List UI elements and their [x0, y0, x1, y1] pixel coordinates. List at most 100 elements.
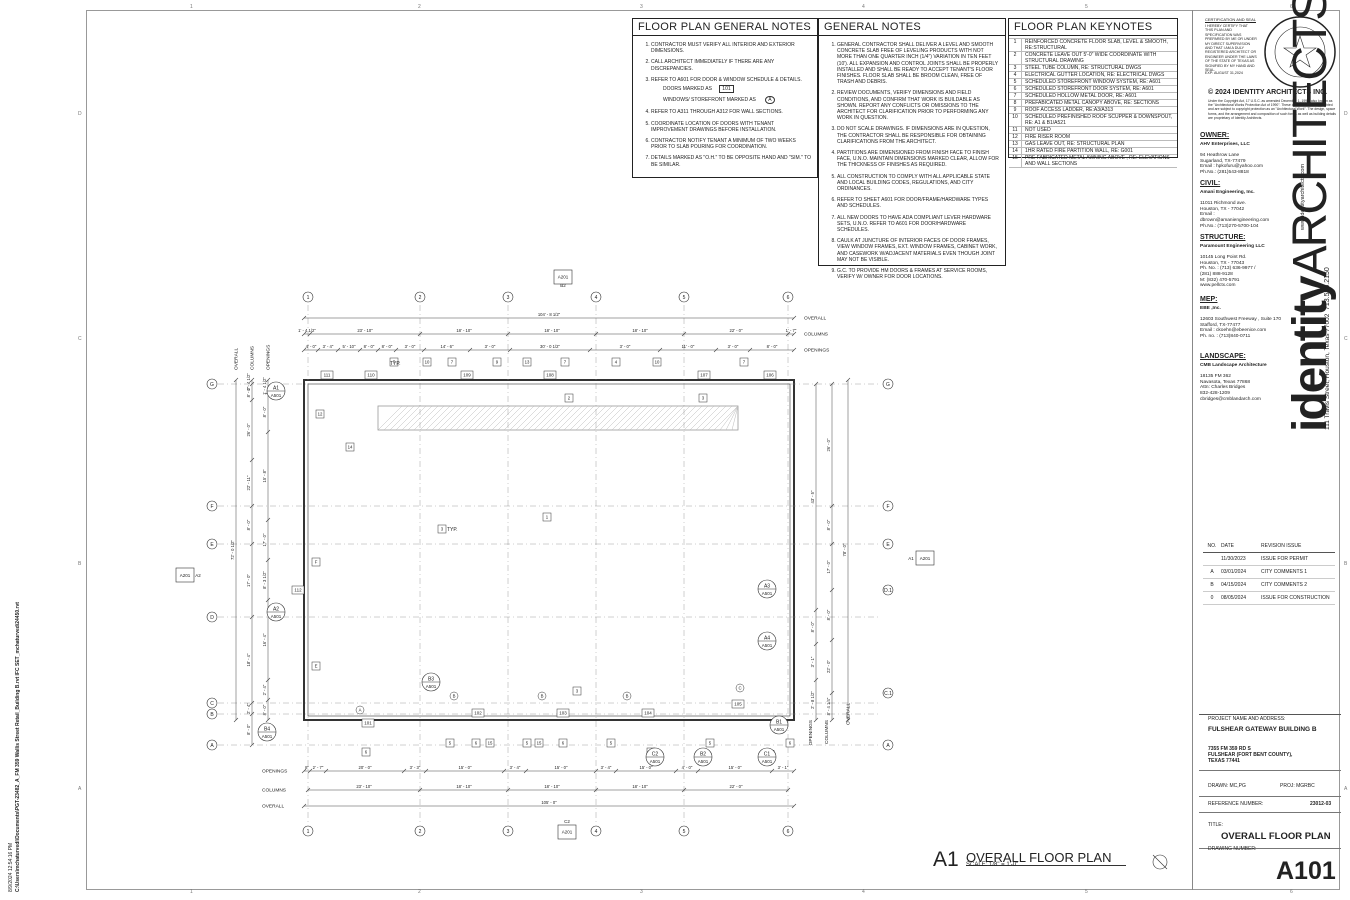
dimension-tick	[681, 787, 687, 793]
keynote-number: 6	[1009, 86, 1022, 92]
hatch-line	[551, 405, 577, 431]
copyright-line: © 2024 IDENTITY ARCHITECTS INC.	[1208, 89, 1328, 96]
dimension-label: 22' - 0"	[826, 659, 831, 673]
elevation-marker-a2-sheet: A201	[180, 573, 191, 578]
keynote-tag-label: 10	[425, 360, 430, 365]
revision-header: NO. DATE REVISION ISSUE	[1203, 540, 1335, 553]
hatch-line	[707, 405, 733, 431]
dimension-tick	[301, 803, 307, 809]
keynote-tag-label: 2	[568, 396, 571, 401]
keynote-tag-label: 6	[562, 741, 565, 746]
interior-wall-face	[307, 383, 791, 717]
dimension-label: 2' - 8 1/2"	[810, 691, 815, 709]
title-label: TITLE:	[1208, 822, 1224, 828]
project-addr-3: TEXAS 77441	[1208, 758, 1240, 764]
floor-plan-note: REFER TO A311 THROUGH A312 FOR WALL SECT…	[651, 109, 811, 115]
rev-head-no: NO.	[1207, 543, 1217, 549]
grid-bubble	[882, 739, 894, 751]
general-note: ALL NEW DOORS TO HAVE ADA COMPLIANT LEVE…	[837, 215, 999, 234]
keynote-tag	[389, 357, 399, 367]
drawn-divider	[1199, 770, 1341, 771]
keynote-text: PRE FABRICATED METAL AWNING ABOVE , RE: …	[1025, 155, 1170, 167]
keynotes-title: FLOOR PLAN KEYNOTES	[1009, 19, 1177, 36]
dimension-tick	[335, 347, 341, 353]
typical-label: TYP.	[390, 361, 400, 367]
dimension-label: 17' - 0"	[826, 560, 831, 574]
dimension-label: 15' - 0"	[640, 765, 654, 770]
keynote-tag-label: 10	[655, 360, 660, 365]
column-grid-lines	[218, 305, 880, 825]
grid-bubble-label: 5	[683, 829, 686, 835]
general-note: CAULK AT JUNCTURE OF INTERIOR FACES OF D…	[837, 238, 999, 263]
dimension-row-label: OVERALL	[234, 348, 240, 370]
section-callout-sheet: A501	[762, 643, 773, 648]
structure-line: Paramount Engineering LLC	[1200, 244, 1265, 249]
dimension-label: 20' - 0"	[359, 765, 373, 770]
hatch-line	[605, 405, 631, 431]
window-tag-label: B	[626, 694, 629, 699]
hatch-line	[623, 405, 649, 431]
dimension-row-label: OPENINGS	[262, 769, 287, 775]
dimension-tick	[249, 397, 255, 403]
dimension-tick	[393, 347, 399, 353]
keynote-number: 5	[1009, 79, 1022, 85]
dimension-label: 104' - 8 1/2"	[538, 312, 561, 317]
owner-line: Email : hpkofuru@yahoo.com	[1200, 164, 1263, 170]
keynote-tag	[445, 738, 455, 748]
hatch-line	[635, 405, 661, 431]
section-callout-sheet: A501	[762, 759, 773, 764]
grid-bubble	[782, 825, 794, 837]
hatch-line	[581, 405, 607, 431]
hatch-line	[479, 405, 505, 431]
door-tag-label: 107	[700, 373, 708, 378]
reference-label: REFERENCE NUMBER:	[1208, 801, 1264, 807]
keynote-text: ELECTRICAL GUTTER LOCATION, RE: ELECTRIC…	[1025, 72, 1165, 78]
cert-text: I HEREBY CERTIFY THAT THIS PLAN AND SPEC…	[1205, 24, 1257, 73]
keynote-tag-label: 3	[576, 689, 579, 694]
general-note: REFER TO SHEET A601 FOR DOOR/FRAME/HARDW…	[837, 197, 999, 209]
border-row-tick: C	[78, 336, 82, 342]
keynote-text: STEEL TUBE COLUMN, RE: STRUCTURAL DWGS	[1025, 65, 1142, 71]
door-tag	[320, 370, 334, 380]
dimension-label: 15' - 0"	[459, 765, 473, 770]
mep-line: Stafford, TX-77477	[1200, 322, 1241, 328]
door-tag-label: 105	[734, 702, 742, 707]
floor-plan-general-notes: FLOOR PLAN GENERAL NOTES CONTRACTOR MUST…	[632, 18, 818, 178]
project-addr-1: 7355 FM 359 RD S	[1208, 746, 1251, 752]
grid-bubble	[678, 825, 690, 837]
dimension-label: 3' - 0"	[405, 344, 416, 349]
hatch-line	[653, 405, 679, 431]
keynote-tag-label: 7	[393, 360, 396, 365]
section-callout-id: B2	[700, 752, 706, 758]
dimension-label: 8' - 0"	[246, 724, 251, 735]
keynote-text: NOT USED	[1025, 127, 1051, 133]
dimension-label: 8' - 0"	[826, 609, 831, 620]
revision-no: 0	[1210, 595, 1214, 601]
border-col-tick: 2	[418, 889, 421, 895]
hatch-line	[467, 405, 493, 431]
dimension-label: 11' - 0"	[682, 344, 695, 349]
dimension-label: 3' - 4"	[601, 765, 612, 770]
dimension-tick	[301, 315, 307, 321]
border-row-tick: A	[1344, 786, 1348, 792]
keynote-number: 10	[1009, 114, 1022, 126]
elevation-marker-c2-id: C2	[564, 819, 570, 824]
mep-line: 12603 Southwest Freeway , Suite 170	[1200, 317, 1282, 323]
border-col-tick: 1	[190, 889, 193, 895]
border-row-tick: A	[78, 786, 82, 792]
dimension-tick	[249, 700, 255, 706]
windows-marked-text: WINDOWS/ STOREFRONT MARKED AS	[663, 97, 756, 104]
keynote-tag	[311, 557, 321, 567]
hatch-line	[395, 405, 421, 431]
keynote-number: 7	[1009, 93, 1022, 99]
keynote-tag	[534, 738, 544, 748]
keynote-number: 8	[1009, 100, 1022, 106]
grid-bubble	[882, 584, 894, 596]
grid-bubble	[206, 378, 218, 390]
